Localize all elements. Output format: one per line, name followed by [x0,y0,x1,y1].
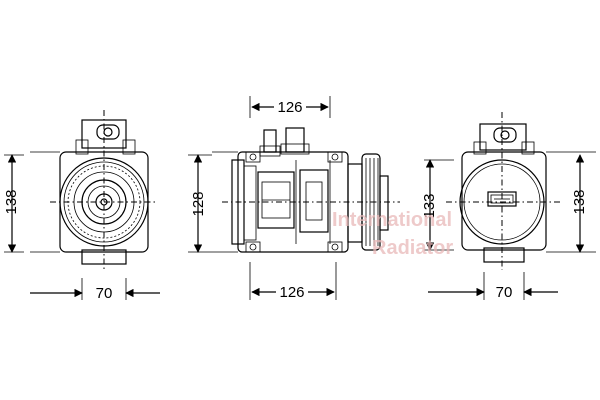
front-top-bracket [75,119,136,155]
watermark: International Radiator [332,209,453,259]
front-width-label: 70 [96,285,113,302]
rear-body [461,151,547,251]
front-height-label: 138 [3,189,20,214]
side-view: 126 [188,96,400,301]
rear-inner-height-label: 133 [421,193,438,218]
rear-top-bracket [473,123,535,155]
rear-bottom-lug [483,247,525,263]
watermark-line-1: International [332,209,452,231]
rear-view: 133 138 70 [421,112,596,301]
side-height-label: 128 [190,191,207,216]
rear-width-dimension: 70 [428,272,558,301]
watermark-line-2: Radiator [372,237,453,259]
side-top-width-label: 126 [277,99,302,116]
side-height-dimension: 128 [188,154,212,253]
rear-outer-height-dimension: 138 [546,151,596,253]
side-bottom-width-label: 126 [279,284,304,301]
side-bottom-width-dimension: 126 [249,262,337,301]
front-width-dimension: 70 [30,278,160,302]
front-height-dimension: 138 [3,154,24,253]
front-view: 138 70 [3,110,160,302]
rear-outer-height-label: 138 [571,189,588,214]
rear-width-label: 70 [496,284,513,301]
rear-inner-height-dimension: 133 [421,159,454,251]
side-top-width-dimension: 126 [249,96,331,118]
